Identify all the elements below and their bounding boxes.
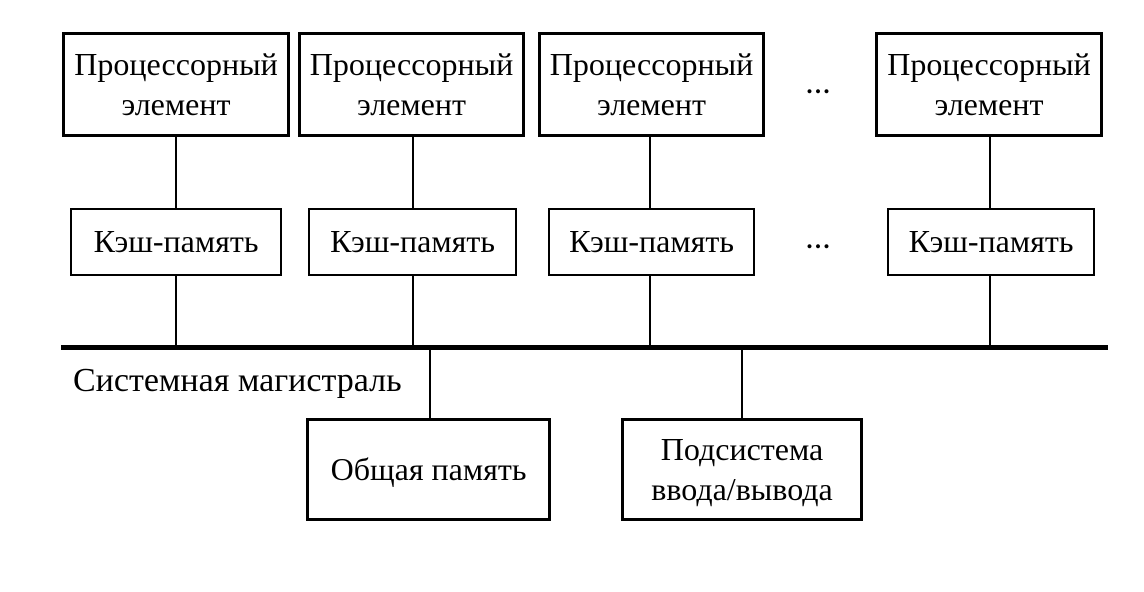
cache-memory-box-4: Кэш-память <box>887 208 1095 276</box>
cache-memory-label-4: Кэш-память <box>908 223 1074 260</box>
system-bus-line <box>61 345 1108 350</box>
processors-ellipsis: ... <box>805 64 831 101</box>
connector-processor2-cache2 <box>412 137 414 208</box>
connector-processor1-cache1 <box>175 137 177 208</box>
connector-cache4-bus <box>989 276 991 346</box>
connector-processor3-cache3 <box>649 137 651 208</box>
processor-element-box-2: Процессорный элемент <box>298 32 525 137</box>
system-bus-label: Системная магистраль <box>73 362 402 399</box>
connector-cache1-bus <box>175 276 177 346</box>
processor-element-box-4: Процессорный элемент <box>875 32 1103 137</box>
processor-element-label-4: Процессорный элемент <box>887 46 1091 122</box>
processor-element-label-1: Процессорный элемент <box>74 46 278 122</box>
connector-bus-shared-memory <box>429 348 431 418</box>
processor-element-label-2: Процессорный элемент <box>309 46 514 122</box>
cache-memory-box-3: Кэш-память <box>548 208 755 276</box>
caches-ellipsis: ... <box>805 219 831 256</box>
connector-cache2-bus <box>412 276 414 346</box>
connector-bus-io-subsystem <box>741 348 743 418</box>
io-subsystem-box: Подсистема ввода/вывода <box>621 418 863 521</box>
processor-element-box-3: Процессорный элемент <box>538 32 765 137</box>
processor-element-box-1: Процессорный элемент <box>62 32 290 137</box>
shared-memory-label: Общая память <box>330 450 527 487</box>
cache-memory-label-1: Кэш-память <box>93 223 259 260</box>
shared-memory-box: Общая память <box>306 418 551 521</box>
cache-memory-box-2: Кэш-память <box>308 208 517 276</box>
connector-processor4-cache4 <box>989 137 991 208</box>
cache-memory-label-2: Кэш-память <box>330 223 495 260</box>
cache-memory-label-3: Кэш-память <box>569 223 734 260</box>
connector-cache3-bus <box>649 276 651 346</box>
cache-memory-box-1: Кэш-память <box>70 208 282 276</box>
io-subsystem-label: Подсистема ввода/вывода <box>651 431 833 507</box>
processor-element-label-3: Процессорный элемент <box>549 46 754 122</box>
